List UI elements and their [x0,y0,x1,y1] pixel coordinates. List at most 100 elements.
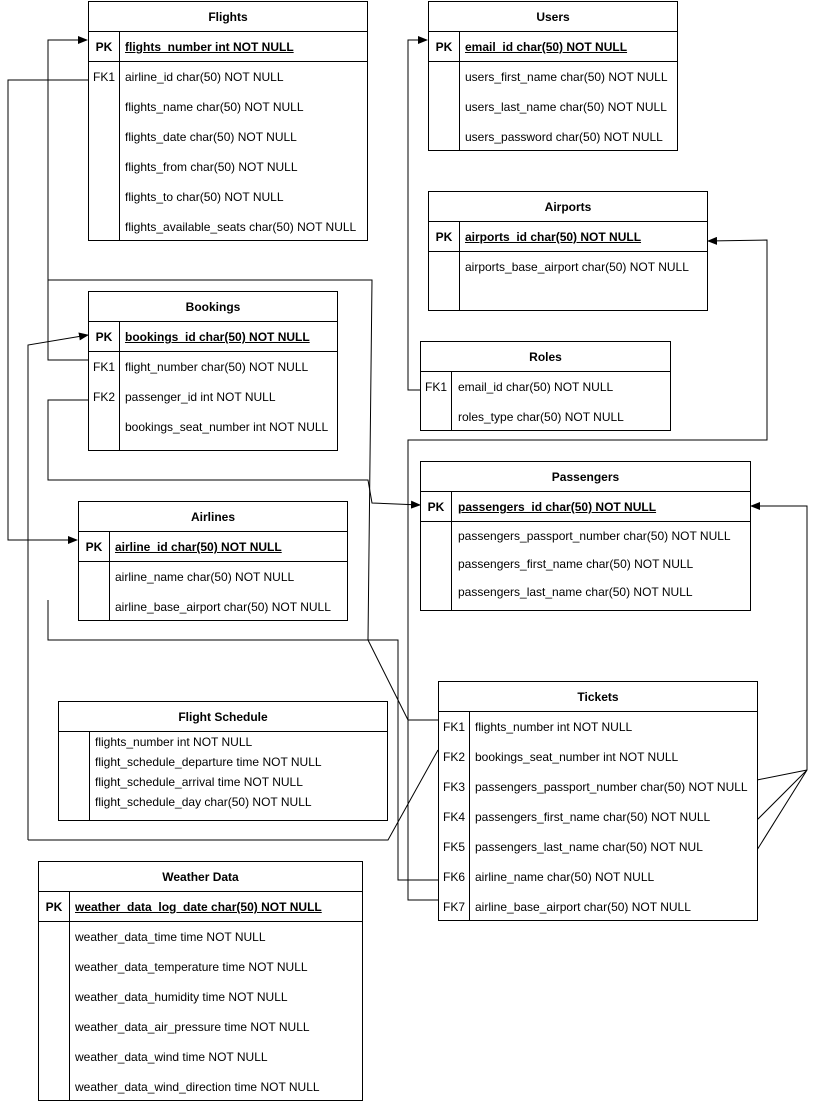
connector-bookings-flight-to-flights [47,36,88,361]
field-row[interactable]: flights_available_seats char(50) NOT NUL… [89,212,367,242]
pk-label: PK [435,230,453,244]
field-row[interactable]: flight_schedule_day char(50) NOT NULL [59,792,387,812]
field-name: passenger_id int NOT NULL [125,390,276,404]
key-label: FK1 [92,360,115,374]
field-name: airports_base_airport char(50) NOT NULL [465,260,689,274]
field-row[interactable]: bookings_seat_number int NOT NULL [89,412,337,442]
field-row[interactable]: weather_data_air_pressure time NOT NULL [39,1012,362,1042]
field-row[interactable]: roles_type char(50) NOT NULL [421,402,670,432]
connector-tickets-fk3-to-passengers [756,769,808,781]
entity-title: Users [429,2,677,32]
field-name: flight_schedule_arrival time NOT NULL [95,775,303,789]
pk-label: PK [85,540,103,554]
pk-field: airline_id char(50) NOT NULL [115,540,282,554]
field-name: airline_name char(50) NOT NULL [115,570,295,584]
field-row[interactable]: weather_data_wind_direction time NOT NUL… [39,1072,362,1102]
field-name: weather_data_temperature time NOT NULL [75,960,308,974]
field-row[interactable]: users_password char(50) NOT NULL [429,122,677,152]
key-column [39,892,70,1100]
field-row[interactable]: weather_data_temperature time NOT NULL [39,952,362,982]
pk-field: passengers_id char(50) NOT NULL [458,500,657,514]
connector-tickets-to-passengers [750,502,808,770]
entity-title: Weather Data [39,862,362,892]
field-row[interactable]: weather_data_time time NOT NULL [39,922,362,952]
field-row[interactable]: FK1 flight_number char(50) NOT NULL [89,352,337,382]
field-row[interactable]: users_first_name char(50) NOT NULL [429,62,677,92]
field-row[interactable]: airline_name char(50) NOT NULL [79,562,347,592]
field-name: passengers_first_name char(50) NOT NULL [458,557,694,571]
key-label: FK3 [442,780,465,794]
field-row[interactable]: airline_base_airport char(50) NOT NULL [79,592,347,622]
entity-title: Flight Schedule [59,702,387,732]
field-row[interactable]: flights_date char(50) NOT NULL [89,122,367,152]
field-name: passengers_first_name char(50) NOT NULL [475,810,711,824]
field-row[interactable]: FK4 passengers_first_name char(50) NOT NU… [439,802,757,832]
field-name: flight_number char(50) NOT NULL [125,360,309,374]
field-row[interactable]: passengers_first_name char(50) NOT NULL [421,550,750,578]
field-row[interactable]: flights_to char(50) NOT NULL [89,182,367,212]
field-row[interactable]: passengers_passport_number char(50) NOT … [421,522,750,550]
field-row[interactable]: weather_data_wind time NOT NULL [39,1042,362,1072]
field-row[interactable]: flight_schedule_arrival time NOT NULL [59,772,387,792]
field-name: users_first_name char(50) NOT NULL [465,70,668,84]
field-name: flights_number int NOT NULL [475,720,633,734]
key-column [89,32,120,240]
field-row[interactable]: weather_data_humidity time NOT NULL [39,982,362,1012]
field-name: weather_data_humidity time NOT NULL [75,990,288,1004]
field-row[interactable]: flight_schedule_departure time NOT NULL [59,752,387,772]
field-name: airline_base_airport char(50) NOT NULL [475,900,691,914]
field-name: passengers_last_name char(50) NOT NUL [475,840,703,854]
entity-body: PK airports_id char(50) NOT NULL airports_… [429,222,707,310]
entity-title: Tickets [439,682,757,712]
entity-title: Bookings [89,292,337,322]
field-name: flight_schedule_day char(50) NOT NULL [95,795,312,809]
key-label: FK4 [442,810,465,824]
primary-key-row[interactable]: PK airline_id char(50) NOT NULL [79,532,347,562]
field-row[interactable]: passengers_last_name char(50) NOT NULL [421,578,750,606]
field-row[interactable]: FK2 passenger_id int NOT NULL [89,382,337,412]
connector-schedule-to-tickets-fk2 [28,749,439,841]
pk-field: airports_id char(50) NOT NULL [465,230,642,244]
field-name: flight_schedule_departure time NOT NULL [95,755,322,769]
field-row[interactable]: flights_from char(50) NOT NULL [89,152,367,182]
entity-title: Airports [429,192,707,222]
field-name: users_last_name char(50) NOT NULL [465,100,667,114]
pk-field: flights_number int NOT NULL [125,40,294,54]
field-row[interactable]: flights_number int NOT NULL [59,732,387,752]
field-row[interactable]: airports_base_airport char(50) NOT NULL [429,252,707,282]
field-name: flights_from char(50) NOT NULL [125,160,298,174]
field-row[interactable]: flights_name char(50) NOT NULL [89,92,367,122]
key-label: FK6 [442,870,465,884]
primary-key-row[interactable]: PK airports_id char(50) NOT NULL [429,222,707,252]
connector-tickets-fk5-to-passengers [756,769,808,851]
key-label: FK2 [92,390,115,404]
field-name: weather_data_time time NOT NULL [75,930,266,944]
field-name: passengers_passport_number char(50) NOT … [458,529,731,543]
field-row[interactable]: users_last_name char(50) NOT NULL [429,92,677,122]
